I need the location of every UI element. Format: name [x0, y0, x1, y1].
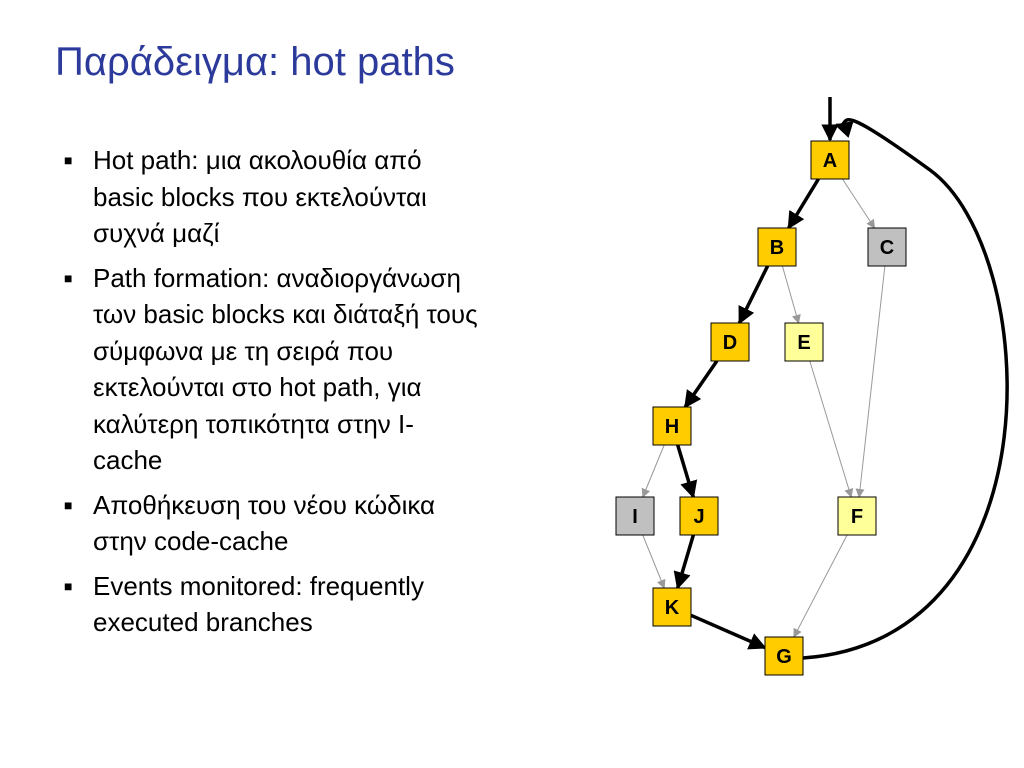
cold-edge [855, 265, 886, 498]
node-label: H [665, 416, 679, 438]
node-label: E [797, 332, 810, 354]
node-label: K [665, 597, 680, 619]
node-g: G [764, 636, 804, 676]
node-h: H [652, 406, 692, 446]
bullet-line: executed branches [93, 607, 313, 637]
hot-edge [673, 534, 696, 590]
node-label: F [851, 506, 863, 528]
node-k: K [652, 587, 692, 627]
square-bullet-icon: ■ [64, 269, 73, 286]
node-box [615, 496, 655, 536]
node-box [652, 406, 692, 446]
bullet-line: σύμφωνα με τη σειρά που [93, 335, 394, 366]
bullet-line: Path formation: αναδιοργάνωση [93, 262, 461, 293]
square-bullet-icon: ■ [64, 577, 73, 594]
node-i: I [615, 496, 655, 536]
node-d: D [710, 322, 750, 362]
bullet-line: συχνά μαζί [93, 218, 220, 248]
bullet-line: Events monitored: frequently [93, 570, 424, 601]
node-label: C [880, 237, 894, 259]
bullet-line: cache [93, 445, 163, 475]
bullet-line: καλύτερη τοπικότητα στην I- [93, 408, 414, 439]
bullet-item: ■ Hot path: μια ακολουθία από basic bloc… [60, 142, 620, 252]
bullet-line: Αποθήκευση του νέου κώδικα [93, 489, 436, 520]
square-bullet-icon: ■ [64, 152, 73, 168]
hot-edge [737, 265, 770, 325]
bullet-line: στην code-cache [93, 526, 289, 556]
node-box [679, 496, 719, 536]
node-label: D [723, 332, 737, 354]
node-box [757, 227, 797, 267]
bullet-line: εκτελούνται στο hot path, για [93, 372, 422, 402]
bullet-line: των basic blocks και διάταξή τους [93, 299, 478, 329]
node-label: A [823, 150, 837, 172]
node-e: E [784, 322, 824, 362]
cold-edge [842, 178, 876, 229]
slide-title: Παράδειγμα: hot paths [55, 40, 455, 84]
nodes-layer: A B C D E H I J F K G [615, 140, 907, 676]
hot-edge [787, 178, 820, 230]
node-label: G [776, 646, 792, 668]
hot-edge [676, 444, 698, 499]
node-label: I [632, 506, 638, 528]
cold-edge [809, 360, 854, 498]
bullet-list: ■ Hot path: μια ακολουθία από basic bloc… [60, 142, 620, 649]
square-bullet-icon: ■ [64, 496, 73, 513]
node-box [764, 636, 804, 676]
hot-edge [802, 118, 1009, 660]
cold-edge [641, 444, 665, 498]
node-box [810, 140, 850, 180]
cold-edge [642, 534, 666, 589]
hot-edge [683, 360, 719, 409]
node-box [652, 587, 692, 627]
node-c: C [867, 227, 907, 267]
cold-edge [781, 265, 801, 324]
bullet-line: basic blocks που εκτελούνται [93, 181, 427, 212]
node-box [837, 496, 877, 536]
bullet-item: ■ Αποθήκευση του νέου κώδικα στην code-c… [60, 487, 620, 560]
edges-layer [641, 97, 1009, 660]
node-b: B [757, 227, 797, 267]
node-box [867, 227, 907, 267]
cold-edge [793, 534, 848, 638]
node-label: B [770, 237, 784, 259]
bullet-item: ■ Path formation: αναδιοργάνωση των basi… [60, 260, 620, 479]
hot-edge [690, 613, 767, 650]
node-a: A [810, 140, 850, 180]
node-box [784, 322, 824, 362]
node-f: F [837, 496, 877, 536]
node-j: J [679, 496, 719, 536]
node-label: J [693, 506, 704, 528]
bullet-line: Hot path: μια ακολουθία από [93, 145, 422, 175]
node-box [710, 322, 750, 362]
bullet-item: ■ Events monitored: frequently executed … [60, 568, 620, 641]
